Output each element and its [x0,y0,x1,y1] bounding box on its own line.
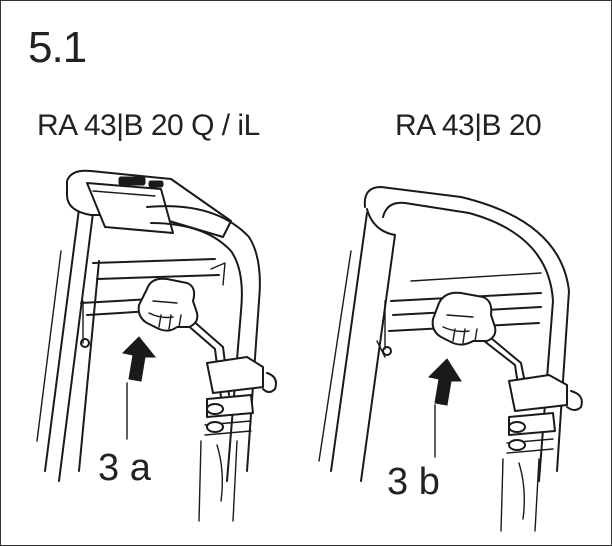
section-number: 5.1 [28,23,87,72]
handle-plain [318,186,583,532]
model-label-right: RA 43|B 20 [395,109,542,142]
handle-with-control-box [36,169,277,522]
callout-3b: 3 b [387,461,440,503]
callout-3a: 3 a [98,447,151,489]
model-label-left: RA 43|B 20 Q / iL [37,109,260,142]
